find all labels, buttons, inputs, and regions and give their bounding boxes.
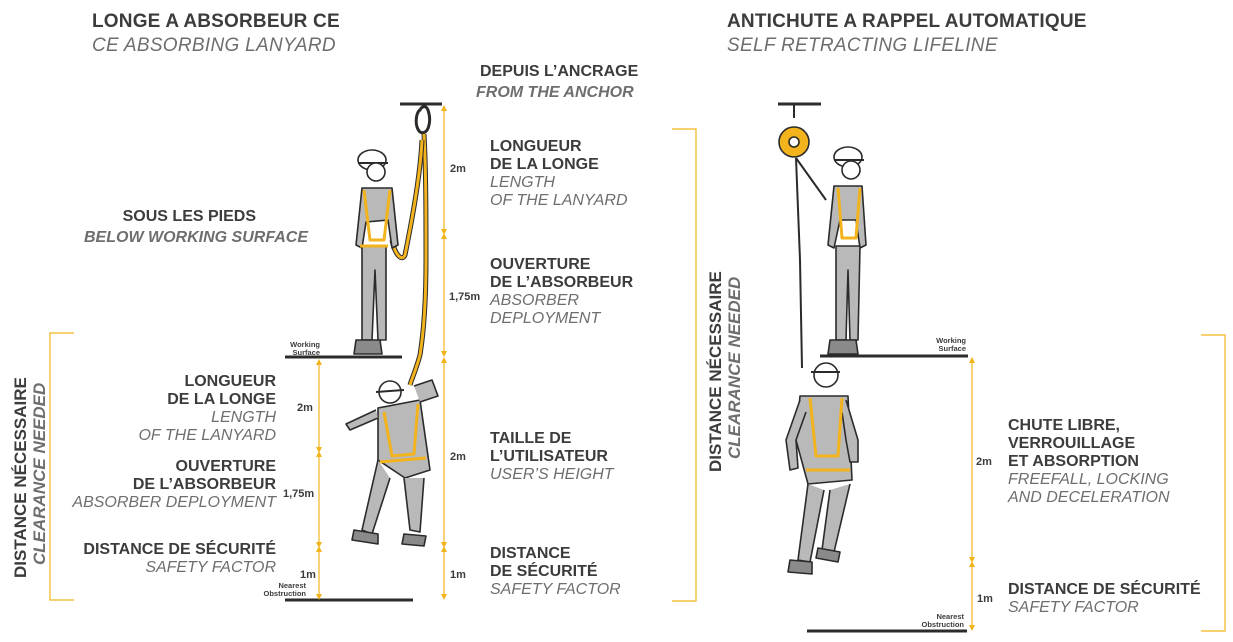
freefall-en2: AND DECELERATION [1008,489,1170,506]
anchor-bracket-left [672,128,697,602]
right-safety-measure: 1m [977,593,993,605]
anchor-lanyard-label: LONGUEUR DE LA LONGE LENGTH OF THE LANYA… [490,138,628,210]
clearance-bracket-left [49,332,74,601]
clearance-label-right-en: CLEARANCE NEEDED [725,277,744,459]
working-surface-label-left: Working Surface [270,341,320,357]
nearest-right-word1: Nearest [936,612,964,621]
freefall-fr3: ET ABSORPTION [1008,453,1139,470]
right-title-en: SELF RETRACTING LIFELINE [727,35,998,56]
below-safety-fr: DISTANCE DE SÉCURITÉ [83,541,276,558]
below-lanyard-label: LONGUEUR DE LA LONGE LENGTH OF THE LANYA… [60,373,276,445]
right-title-fr: ANTICHUTE A RAPPEL AUTOMATIQUE [727,11,1087,32]
clearance-fr: DISTANCE NÉCESSAIRE [11,377,30,578]
worker-standing-right [827,146,867,355]
worker-falling-right [785,362,859,575]
anchor-absorber-fr2: DE L’ABSORBEUR [490,274,634,291]
working-surface-label-right: Working Surface [916,337,966,353]
below-absorber-label: OUVERTURE DE L’ABSORBEUR ABSORBER DEPLOY… [40,458,276,512]
left-title-fr: LONGE A ABSORBEUR CE [92,11,340,32]
anchor-safety-label: DISTANCE DE SÉCURITÉ SAFETY FACTOR [490,545,621,599]
below-lanyard-measure: 2m [297,402,313,414]
clearance-label-right: DISTANCE NÉCESSAIRE [706,271,725,472]
anchor-lanyard-fr1: LONGUEUR [490,138,582,155]
from-anchor-en: FROM THE ANCHOR [476,84,634,101]
nearest-obstruction-label-left: Nearest Obstruction [256,581,307,598]
below-surface-en: BELOW WORKING SURFACE [84,229,308,246]
from-anchor-fr: DEPUIS L’ANCRAGE [480,63,639,80]
anchor-safety-fr1: DISTANCE [490,545,571,562]
anchor-absorber-en2: DEPLOYMENT [490,310,601,327]
below-lanyard-en1: LENGTH [211,409,276,426]
nearest-obstruction-label-right: Nearest Obstruction [914,612,965,629]
below-lanyard-en2: OF THE LANYARD [138,427,276,444]
anchor-height-fr1: TAILLE DE [490,430,572,447]
freefall-fr2: VERROUILLAGE [1008,435,1136,452]
anchor-absorber-measure: 1,75m [449,291,481,303]
anchor-absorber-en1: ABSORBER [490,292,579,309]
right-safety-label: DISTANCE DE SÉCURITÉ SAFETY FACTOR [1008,581,1201,617]
left-title-en: CE ABSORBING LANYARD [92,35,336,56]
anchor-absorber-fr1: OUVERTURE [490,256,591,273]
right-safety-en: SAFETY FACTOR [1008,599,1139,616]
clearance-label-left: DISTANCE NÉCESSAIRE [11,377,30,578]
below-lanyard-fr2: DE LA LONGE [167,391,276,408]
below-absorber-measure: 1,75m [283,488,315,500]
clearance-fr-right: DISTANCE NÉCESSAIRE [706,271,725,472]
nearest-word1: Nearest [278,581,306,590]
working-surface-right-word1: Working [936,336,966,345]
working-surface-word2: Surface [292,348,320,357]
below-safety-en: SAFETY FACTOR [145,559,276,576]
freefall-measure: 2m [976,456,992,468]
right-safety-fr: DISTANCE DE SÉCURITÉ [1008,581,1201,598]
anchor-height-en: USER’S HEIGHT [490,466,614,483]
anchor-height-label: TAILLE DE L’UTILISATEUR USER’S HEIGHT [490,430,614,484]
anchor-lanyard-fr2: DE LA LONGE [490,156,599,173]
below-lanyard-fr1: LONGUEUR [184,373,276,390]
anchor-safety-en: SAFETY FACTOR [490,581,621,598]
below-surface-fr: SOUS LES PIEDS [122,208,256,225]
anchor-height-measure: 2m [450,451,466,463]
below-safety-label: DISTANCE DE SÉCURITÉ SAFETY FACTOR [40,541,276,577]
anchor-absorber-label: OUVERTURE DE L’ABSORBEUR ABSORBER DEPLOY… [490,256,633,328]
anchor-safety-measure: 1m [450,569,466,581]
below-absorber-en: ABSORBER DEPLOYMENT [72,494,276,511]
anchor-lanyard-en2: OF THE LANYARD [490,192,628,209]
working-surface-word1: Working [290,340,320,349]
anchor-lanyard-en1: LENGTH [490,174,555,191]
clearance-bracket-right [1201,334,1226,632]
lanyard [389,105,432,386]
nearest-word2: Obstruction [263,589,307,598]
worker-falling-left [345,379,439,547]
anchor-height-fr2: L’UTILISATEUR [490,448,608,465]
below-absorber-fr1: OUVERTURE [175,458,276,475]
below-absorber-fr2: DE L’ABSORBEUR [132,476,276,493]
freefall-fr1: CHUTE LIBRE, [1008,417,1120,434]
clearance-en-right: CLEARANCE NEEDED [725,276,744,459]
freefall-en1: FREEFALL, LOCKING [1008,471,1169,488]
freefall-label: CHUTE LIBRE, VERROUILLAGE ET ABSORPTION … [1008,417,1170,507]
self-retracting-device [778,104,827,369]
nearest-right-word2: Obstruction [921,620,965,629]
working-surface-right-word2: Surface [938,344,966,353]
anchor-lanyard-measure: 2m [450,163,466,175]
worker-standing-left [353,149,399,355]
below-safety-measure: 1m [300,569,316,581]
anchor-safety-fr2: DE SÉCURITÉ [490,563,598,580]
